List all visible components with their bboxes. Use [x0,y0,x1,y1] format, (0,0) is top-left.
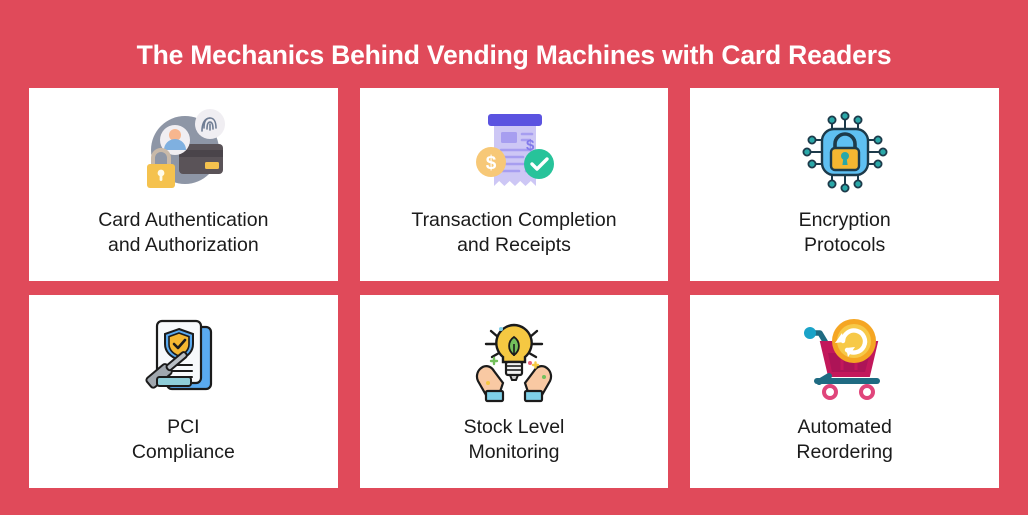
card-label-line1: Encryption [798,208,891,231]
card-label: Card Authentication and Authorization [90,208,276,258]
card-label: Automated Reordering [788,415,900,465]
svg-text:$: $ [486,153,497,174]
encryption-chip-lock-icon [795,100,895,204]
automated-reordering-card[interactable]: Automated Reordering [690,294,999,488]
card-label-line1: Automated [797,415,892,438]
card-authentication-card[interactable]: Card Authentication and Authorization [29,87,338,281]
encryption-protocols-card[interactable]: Encryption Protocols [690,87,999,281]
card-label: PCI Compliance [124,415,243,465]
card-label-line2: and Receipts [457,233,571,256]
receipt-transaction-icon: $ $ [464,100,564,204]
card-label-line1: Stock Level [463,415,565,438]
pci-compliance-card[interactable]: PCI Compliance [29,294,338,488]
card-label-line2: and Authorization [107,233,259,256]
stock-level-monitoring-card[interactable]: Stock Level Monitoring [359,294,669,488]
card-label-line2: Compliance [131,440,235,463]
card-label-line2: Reordering [796,440,893,463]
stock-level-monitoring-icon [464,307,564,411]
transaction-completion-card[interactable]: $ $ Transaction Completion and Receipts [359,87,669,281]
card-label-line1: Transaction Completion [411,208,617,231]
card-label: Stock Level Monitoring [456,415,573,465]
card-label-line2: Protocols [804,233,886,256]
card-label-line1: Card Authentication [98,208,269,231]
card-authentication-icon [133,100,233,204]
automated-reordering-icon [795,307,895,411]
pci-compliance-icon [133,307,233,411]
card-label-line1: PCI [167,415,200,438]
card-label-line2: Monitoring [468,440,560,463]
svg-text:$: $ [526,137,535,154]
card-label: Transaction Completion and Receipts [403,208,624,258]
card-label: Encryption Protocols [791,208,899,258]
page-title: The Mechanics Behind Vending Machines wi… [136,40,892,70]
card-grid: Card Authentication and Authorization [0,87,1028,515]
